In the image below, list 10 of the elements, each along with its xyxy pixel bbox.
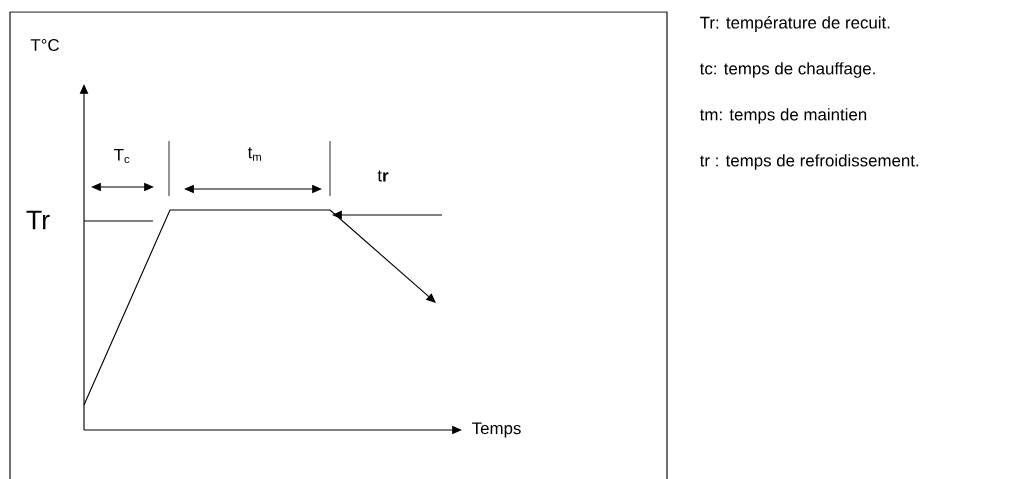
dimension-label: T$_{c}$: [114, 148, 130, 164]
note-text: tm: temps de maintien: [699, 108, 867, 124]
level-label: Tr: [26, 210, 50, 230]
note-text: tr : temps de refroidissement.: [699, 154, 919, 170]
dimension-label: t$_{m}$: [247, 147, 261, 161]
axis-label: Temps: [472, 422, 521, 438]
axis-label: T°C: [30, 39, 59, 51]
note-text: tc: temps de chauffage.: [699, 62, 875, 78]
note-text: Tr: température de recuit.: [700, 16, 890, 32]
dimension-label: tr: [377, 170, 389, 182]
